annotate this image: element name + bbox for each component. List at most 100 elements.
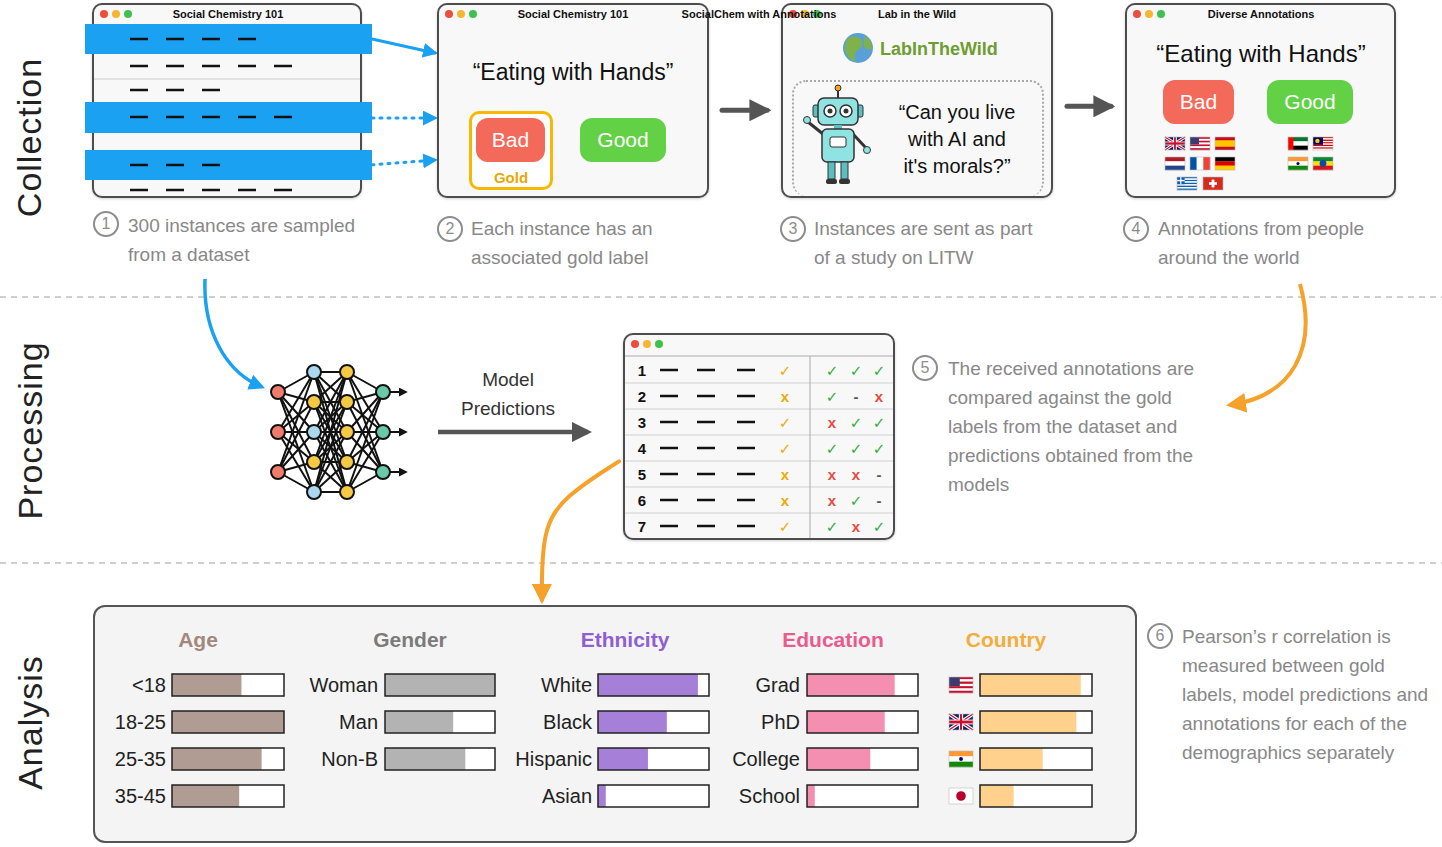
- text-placeholder-dash: [166, 116, 184, 119]
- table-row-line: [625, 383, 893, 384]
- bar-track: [385, 674, 495, 696]
- browser-window: Social Chemistry 101: [92, 3, 362, 198]
- table-mark: ✓: [868, 439, 890, 458]
- flag-icon: [1313, 137, 1333, 150]
- flag-part: [949, 686, 973, 688]
- row-number: 2: [631, 387, 653, 406]
- window-dot: [100, 10, 108, 18]
- group-label: Woman: [268, 673, 378, 698]
- row-number: 3: [631, 413, 653, 432]
- group-label: Grad: [690, 673, 800, 698]
- flag-part: [1313, 146, 1333, 147]
- robot-eye: [840, 105, 852, 117]
- flag-part: [949, 751, 973, 757]
- flag-part: [1203, 177, 1223, 190]
- robot-arm: [808, 122, 823, 134]
- bad-button: Bad: [476, 118, 545, 162]
- flag-part: [1190, 137, 1199, 144]
- group-label: Man: [268, 710, 378, 735]
- bar-fill: [980, 674, 1081, 696]
- table-mark: x: [868, 387, 890, 406]
- good-button: Good: [1267, 80, 1353, 124]
- flag-part: [1215, 157, 1235, 162]
- flag-part: [1288, 146, 1308, 151]
- flag-part: [1313, 138, 1333, 139]
- table-mark: x: [845, 465, 867, 484]
- bar-outline: [598, 748, 709, 770]
- network-neuron: [271, 465, 285, 479]
- flag-part: [960, 714, 962, 730]
- bar-track: [980, 785, 1092, 807]
- text-placeholder-dash: [202, 89, 220, 92]
- bar-track: [598, 711, 709, 733]
- flag-icon: [1215, 137, 1235, 150]
- bar-outline: [598, 711, 709, 733]
- network-neuron: [307, 455, 321, 469]
- text-placeholder-dash: [130, 189, 148, 192]
- bar-outline: [172, 711, 284, 733]
- table-header-line: [625, 356, 893, 357]
- bar-track: [385, 711, 495, 733]
- flag-border: [1215, 157, 1235, 170]
- logo-land: [864, 36, 872, 50]
- window-title: Social Chemistry 101: [455, 7, 691, 21]
- group-label: Asian: [482, 784, 592, 809]
- window-dot: [1157, 10, 1165, 18]
- bar-fill: [598, 748, 648, 770]
- flag-part: [1190, 146, 1210, 148]
- bar-outline: [980, 674, 1092, 696]
- section-label: Collection: [9, 57, 52, 216]
- flag-part: [1313, 137, 1333, 138]
- flag-icon: [1190, 137, 1210, 150]
- flag-border: [1190, 137, 1210, 150]
- flag-part: [1177, 180, 1197, 182]
- flag-part: [949, 714, 973, 730]
- text-placeholder-dash: [130, 116, 148, 119]
- flag-border: [1288, 157, 1308, 170]
- flag-part: [1313, 140, 1333, 141]
- robot-neck: [834, 125, 842, 129]
- flag-part: [1320, 160, 1327, 167]
- robot-arm: [853, 134, 866, 148]
- flag-part: [1190, 137, 1210, 139]
- text-placeholder-dash: [697, 395, 715, 398]
- neural-network: [271, 365, 406, 499]
- prediction-arrow: [438, 430, 588, 435]
- section-separator: [0, 562, 1442, 564]
- connector-arrow: [722, 108, 767, 113]
- network-neuron: [307, 395, 321, 409]
- bar-track: [172, 785, 284, 807]
- chat-bubble: “Can you live with AI and it's morals?”: [792, 80, 1044, 196]
- flag-border: [949, 714, 973, 730]
- group-label: 35-45: [56, 784, 166, 809]
- table-mark: ✓: [774, 517, 796, 536]
- category-heading: Education: [753, 627, 913, 653]
- flag-part: [1177, 177, 1197, 179]
- table-row-line: [625, 435, 893, 436]
- text-placeholder-dash: [660, 473, 678, 476]
- bar-track: [807, 748, 918, 770]
- table-mark: x: [821, 413, 843, 432]
- network-neuron: [340, 485, 354, 499]
- text-placeholder-dash: [660, 395, 678, 398]
- flag-part: [1177, 181, 1197, 183]
- robot-pupil: [828, 109, 833, 114]
- step-caption: Each instance has an associated gold lab…: [471, 214, 706, 272]
- flag-border: [1177, 177, 1197, 190]
- table-row-line: [625, 461, 893, 462]
- bar-outline: [598, 785, 709, 807]
- bar-track: [385, 748, 495, 770]
- text-placeholder-dash: [238, 65, 256, 68]
- section-label: Analysis: [9, 655, 52, 790]
- network-output: [390, 471, 406, 473]
- good-button: Good: [580, 118, 666, 162]
- bar-fill: [807, 748, 870, 770]
- flag-border: [1215, 137, 1235, 150]
- robot-ear: [857, 105, 863, 117]
- text-placeholder-dash: [697, 499, 715, 502]
- bar-track: [172, 711, 284, 733]
- text-placeholder-dash: [130, 89, 148, 92]
- callout-number: 1: [93, 211, 119, 237]
- window-dot: [655, 340, 663, 348]
- browser-window: “Can you live with AI and it's morals?”L…: [781, 3, 1053, 198]
